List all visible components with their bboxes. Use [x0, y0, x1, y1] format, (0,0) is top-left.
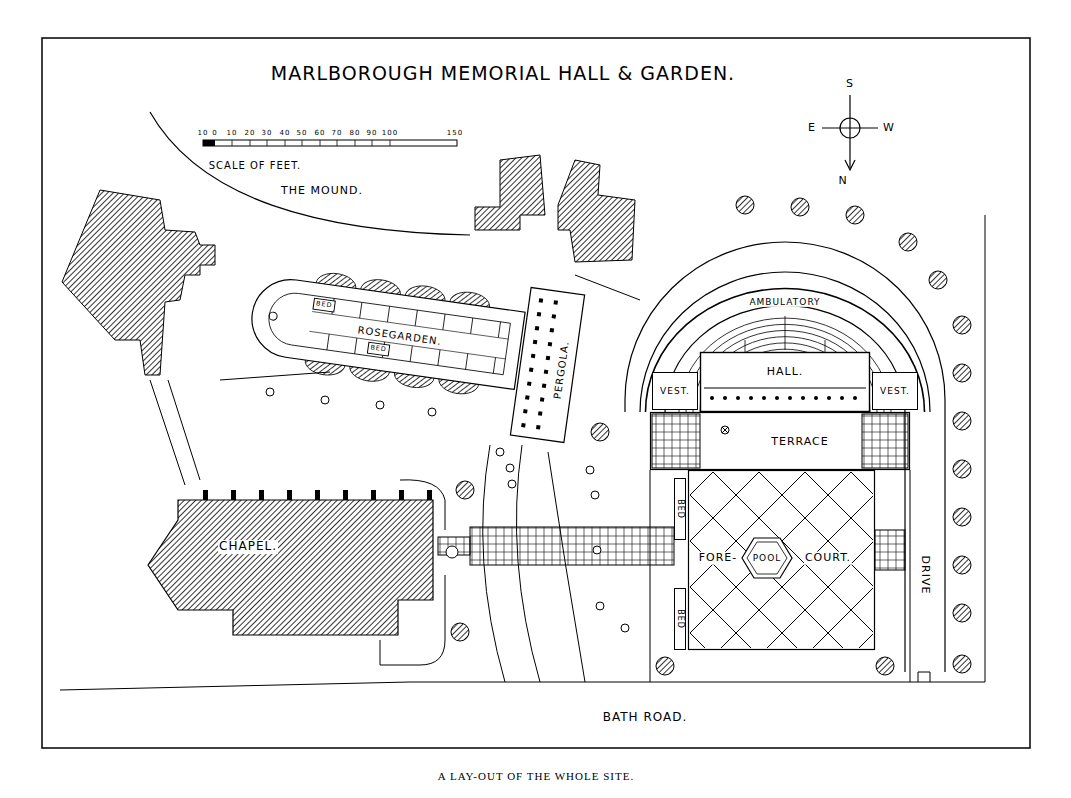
plan-label: SCALE OF FEET.: [208, 160, 303, 172]
plan-label: 40: [279, 129, 292, 137]
rose-garden: ROSEGARDEN.BEDBED: [246, 273, 526, 390]
plan-label: 10: [197, 129, 210, 137]
plan-label: 10: [226, 129, 239, 137]
ambulatory: AMBULATORY HALL. VEST. VEST.: [645, 288, 925, 412]
node-label: FORE-: [698, 552, 739, 565]
node-label: VEST.: [879, 386, 911, 396]
node-label: HALL.: [766, 366, 805, 379]
node-label: POOL: [752, 553, 783, 563]
plan-label: 90: [366, 129, 379, 137]
node-label: AMBULATORY: [748, 297, 821, 307]
plan-label: S: [845, 78, 855, 91]
plan-label: 50: [296, 129, 309, 137]
plan-label: 70: [331, 129, 344, 137]
plan-label: DRIVE: [919, 555, 932, 596]
plan-label: W: [882, 122, 896, 135]
forecourt: FORE- COURT. POOL: [688, 470, 875, 650]
plan-label: THE MOUND.: [280, 185, 364, 198]
plan-label: BATH ROAD.: [602, 711, 689, 725]
vestibule: VEST.: [872, 372, 918, 410]
flower-bed: BED: [674, 478, 686, 540]
plan-label: 20: [244, 129, 257, 137]
terrace: TERRACE: [650, 412, 910, 470]
node-outline: [148, 485, 438, 645]
flower-bed: BED: [674, 588, 686, 650]
plan-label: 60: [314, 129, 327, 137]
plan-caption: A LAY-OUT OF THE WHOLE SITE.: [438, 770, 634, 783]
pool: POOL: [741, 537, 793, 579]
node-label: VEST.: [659, 386, 691, 396]
plan-label: 80: [349, 129, 362, 137]
node-label: BED: [675, 498, 684, 520]
plan-label: E: [807, 122, 817, 135]
node-label: COURT.: [804, 552, 852, 565]
pergola: PERGOLA.: [510, 287, 585, 443]
hall-room: HALL.: [700, 352, 870, 412]
node-label: TERRACE: [770, 436, 829, 449]
plan-label: 150: [446, 129, 464, 137]
plan-label: 0: [211, 129, 218, 137]
plan-label: 100: [381, 129, 399, 137]
plan-label: 30: [261, 129, 274, 137]
plan-title: MARLBOROUGH MEMORIAL HALL & GARDEN.: [271, 63, 735, 85]
chapel: CHAPEL.: [148, 485, 438, 645]
node-outline: [510, 287, 585, 443]
plan-label: N: [837, 175, 848, 188]
vestibule: VEST.: [652, 372, 698, 410]
node-label: CHAPEL.: [218, 540, 278, 554]
node-label: BED: [675, 608, 684, 630]
node-outline: [700, 352, 870, 412]
